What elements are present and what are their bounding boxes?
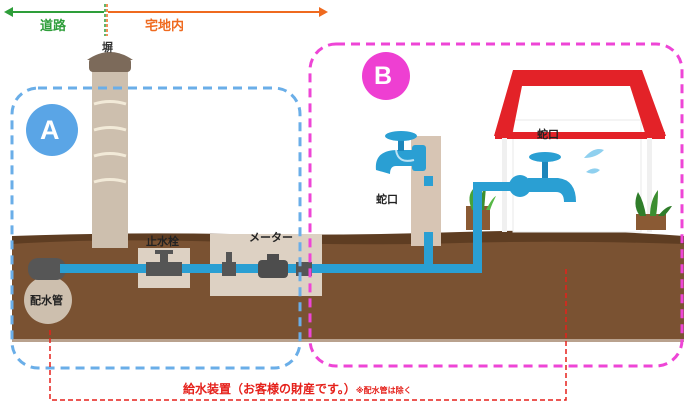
wall-label: 塀 (102, 41, 113, 54)
premises-label: 宅地内 (145, 19, 185, 34)
main-pipe-exclusion-note: ※配水管は除く (355, 386, 412, 395)
faucet-house-label: 蛇口 (537, 128, 559, 141)
faucet-outdoor-label: 蛇口 (376, 193, 398, 206)
zone-b-boundary (308, 42, 684, 368)
road-label: 道路 (40, 19, 67, 34)
meter-label: メーター (249, 231, 293, 244)
distribution-main-pipe (24, 258, 72, 324)
service-installation-bracket (49, 266, 567, 401)
stop-valve (146, 250, 182, 276)
road-premises-arrows (4, 4, 328, 36)
zone-a-label: A (40, 115, 60, 145)
service-installation-label: 給水装置（お客様の財産です。）※配水管は除く (180, 380, 415, 396)
zone-a-badge (26, 104, 78, 156)
stop-valve-label: 止水栓 (146, 235, 179, 248)
ground-surface (12, 230, 684, 245)
faucet-outdoor-illustration (375, 131, 426, 174)
ground-soil (12, 236, 684, 342)
zone-b-badge (362, 52, 410, 100)
zone-b-label: B (374, 62, 393, 90)
zone-a-boundary (10, 86, 302, 370)
water-meter (222, 252, 312, 278)
faucet-house-illustration (509, 149, 604, 202)
ground-bottom-edge (12, 339, 684, 342)
wall-pillar (87, 52, 133, 248)
main-pipe-label: 配水管 (30, 294, 63, 307)
service-installation-text: 給水装置（お客様の財産です。） (183, 382, 356, 396)
plant-right (635, 190, 672, 230)
